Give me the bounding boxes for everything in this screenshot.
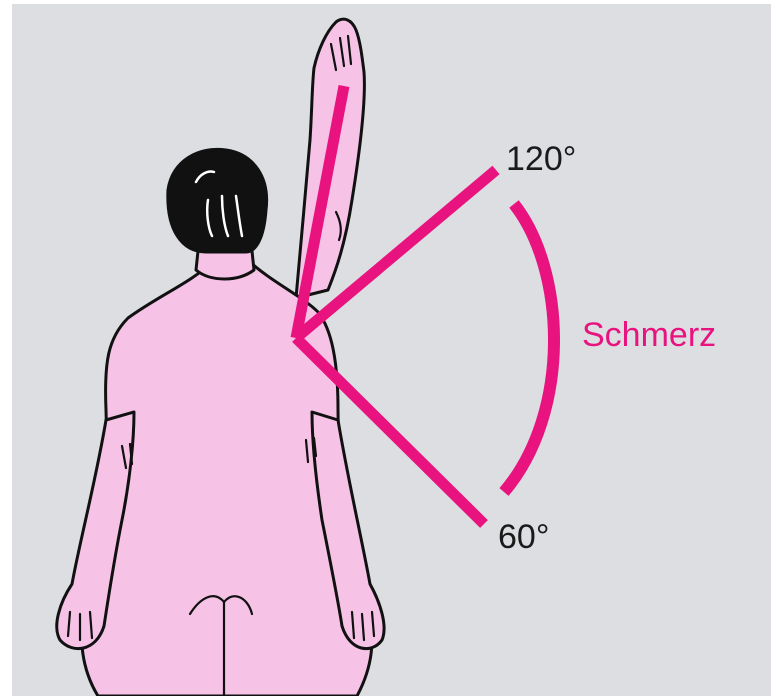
hair	[168, 149, 267, 252]
angle-label-60: 60°	[498, 520, 549, 554]
angle-label-120: 120°	[506, 142, 576, 176]
pain-label: Schmerz	[582, 318, 716, 352]
